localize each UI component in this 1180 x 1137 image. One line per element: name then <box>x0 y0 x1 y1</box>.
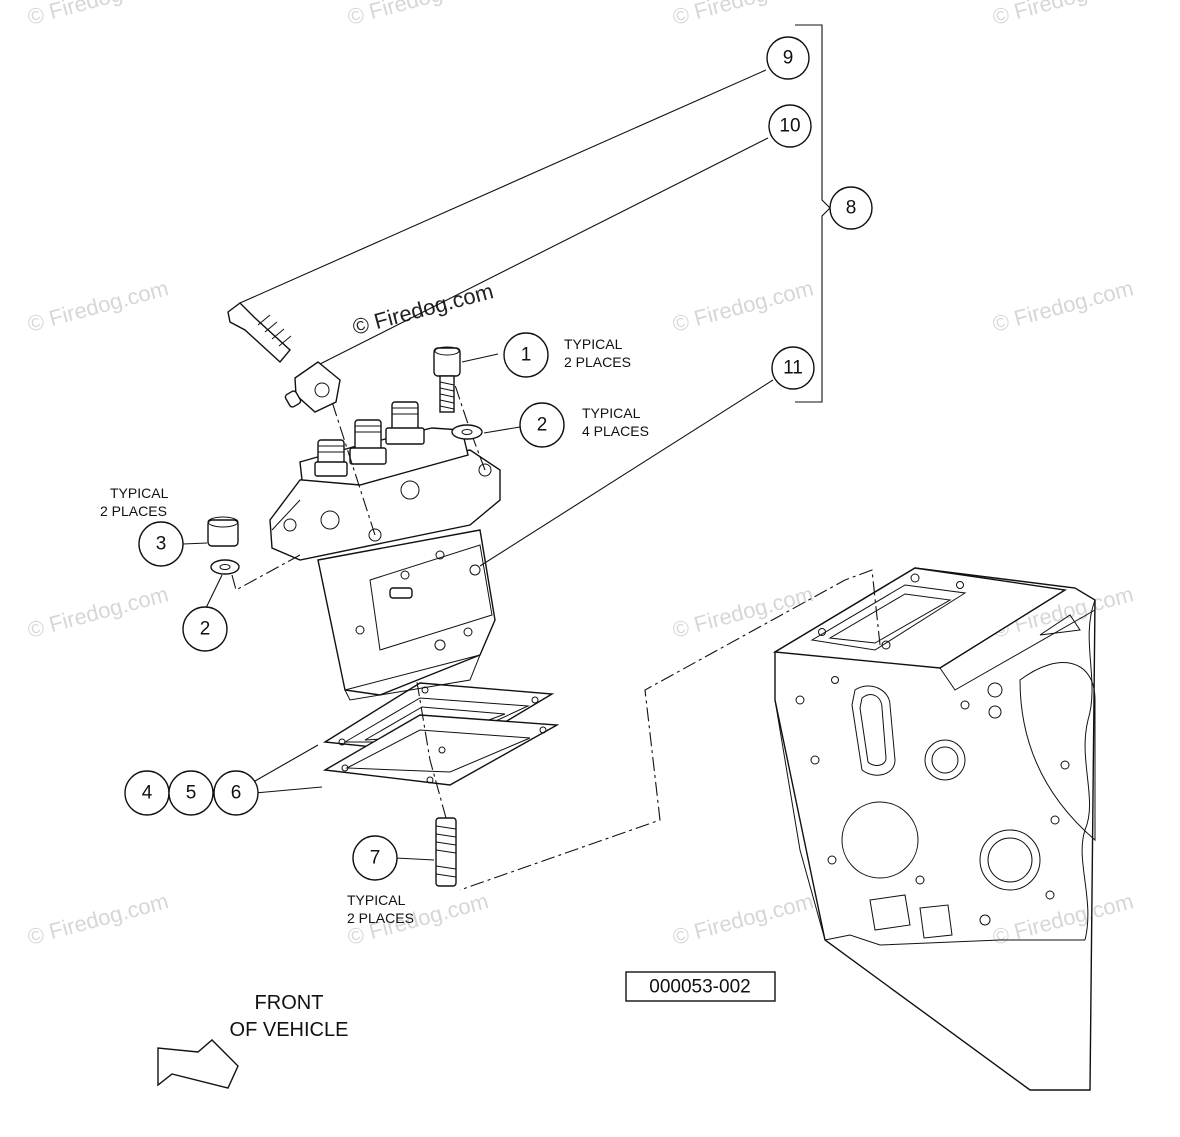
note-line: TYPICAL <box>110 485 169 501</box>
watermark: © Firedog.com <box>670 888 816 950</box>
alignment-line <box>231 554 301 591</box>
front-label-line: OF VEHICLE <box>230 1019 349 1041</box>
callout-10: 10 <box>768 104 812 148</box>
watermark-main: © Firedog.com <box>350 278 496 340</box>
callout-number: 6 <box>231 783 242 804</box>
note-7: TYPICAL 2 PLACES <box>347 892 414 926</box>
watermark: © Firedog.com <box>990 888 1136 950</box>
bleed-screw-part <box>227 302 292 364</box>
cap-screw-part <box>433 346 461 413</box>
callout-5: 5 <box>168 770 214 816</box>
callout-number: 2 <box>537 415 548 436</box>
note-line: TYPICAL <box>564 336 623 352</box>
note-line: 2 PLACES <box>347 910 414 926</box>
note-2: TYPICAL 4 PLACES <box>582 405 649 439</box>
watermark: © Firedog.com <box>25 275 171 337</box>
front-of-vehicle: FRONT OF VEHICLE <box>157 992 349 1089</box>
callout-9: 9 <box>766 36 810 80</box>
watermark: © Firedog.com <box>670 581 816 643</box>
callout-number: 1 <box>521 345 532 366</box>
note-line: 4 PLACES <box>582 423 649 439</box>
nut-part <box>207 516 239 547</box>
callout-number: 11 <box>783 358 803 379</box>
callout-4: 4 <box>124 770 170 816</box>
watermark: © Firedog.com <box>25 888 171 950</box>
callout-8: 8 <box>829 186 873 230</box>
callout-number: 7 <box>370 848 381 869</box>
alignment-line <box>459 569 881 891</box>
note-3: TYPICAL 2 PLACES <box>100 485 169 519</box>
callout-7: 7 <box>352 835 398 881</box>
gaskets <box>322 682 560 786</box>
washer-part <box>210 559 240 575</box>
callout-number: 8 <box>846 198 857 219</box>
watermark: © Firedog.com <box>990 275 1136 337</box>
callout-3: 3 <box>138 521 184 567</box>
alignment-line <box>324 379 376 536</box>
washer-part <box>451 424 483 440</box>
callout-number: 3 <box>156 534 167 555</box>
note-line: TYPICAL <box>582 405 641 421</box>
fitting-part <box>284 361 341 413</box>
engine-block <box>772 567 1096 1091</box>
injection-pump <box>269 401 501 701</box>
callout-2-upper: 2 <box>519 402 565 448</box>
stud-part <box>435 817 457 887</box>
callout-number: 2 <box>200 619 211 640</box>
watermark: © Firedog.com <box>670 0 816 30</box>
note-1: TYPICAL 2 PLACES <box>564 336 631 370</box>
drawing-code: 000053-002 <box>625 971 776 1002</box>
callout-number: 9 <box>783 48 794 69</box>
watermark: © Firedog.com <box>345 0 491 30</box>
callout-number: 5 <box>186 783 197 804</box>
watermark: © Firedog.com <box>670 275 816 337</box>
drawing-code-text: 000053-002 <box>649 977 750 998</box>
watermark: © Firedog.com <box>25 0 171 30</box>
note-line: 2 PLACES <box>564 354 631 370</box>
callout-1: 1 <box>503 332 549 378</box>
callout-6: 6 <box>213 770 259 816</box>
watermark: © Firedog.com <box>990 0 1136 30</box>
note-line: TYPICAL <box>347 892 406 908</box>
callout-number: 4 <box>142 783 153 804</box>
front-label-line: FRONT <box>255 992 324 1014</box>
note-line: 2 PLACES <box>100 503 167 519</box>
watermark: © Firedog.com <box>25 581 171 643</box>
callout-2-lower: 2 <box>182 606 228 652</box>
callout-11: 11 <box>771 346 815 390</box>
direction-arrow-icon <box>157 1039 239 1089</box>
callout-number: 10 <box>779 116 800 137</box>
